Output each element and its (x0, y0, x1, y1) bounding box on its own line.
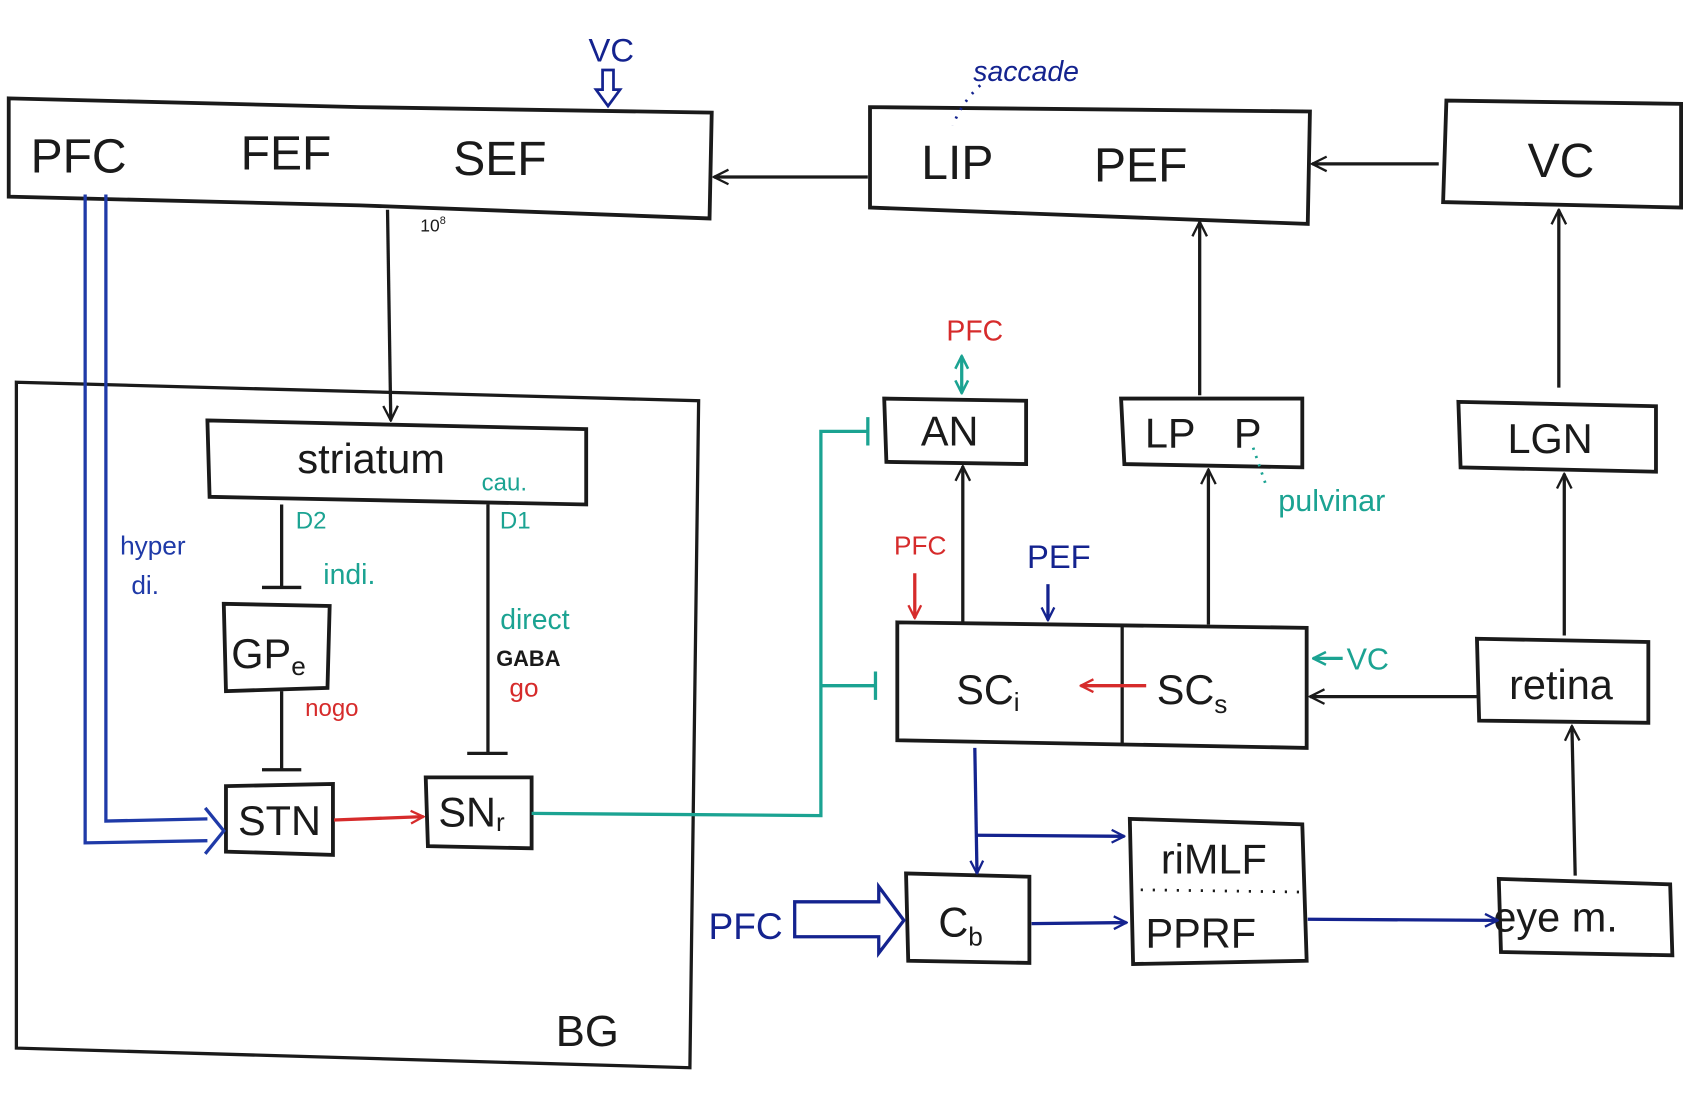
gpe-box (221, 601, 332, 694)
arrow-pprf-to-eye (1307, 919, 1498, 920)
sci-label: SCi (956, 666, 1019, 717)
gaba-label: GABA (496, 646, 561, 671)
lp-pulvinar-box (1119, 396, 1305, 470)
rimlf-label: riMLF (1161, 835, 1267, 882)
basal-ganglia-box (14, 380, 701, 1070)
cb-label: Cb (938, 899, 983, 952)
hyperdirect-pathway (83, 194, 208, 845)
arrow-stn-to-snr (333, 817, 424, 820)
lip-label: LIP (921, 137, 993, 190)
stn-label: STN (238, 797, 321, 844)
arrow-eye-to-retina (1572, 726, 1575, 876)
bg-label: BG (556, 1007, 619, 1056)
saccade-note: saccade (973, 56, 1079, 88)
direct-label: direct (500, 604, 570, 636)
arrow-sc-to-cb (975, 747, 977, 874)
cb-pfc-input-label: PFC (708, 905, 782, 947)
rimlf-pprf-box (1127, 816, 1309, 966)
gpe-label: GPe (231, 630, 306, 681)
lp-label: LP (1145, 410, 1196, 457)
inhibitory-d1-to-snr (467, 504, 508, 755)
lgn-box (1456, 399, 1658, 474)
p-label: P (1234, 410, 1262, 457)
hyper-label: hyper (120, 531, 186, 561)
scs-label: SCs (1157, 666, 1228, 719)
di-label: di. (131, 570, 159, 600)
parietal-box: LIP PEF (868, 105, 1312, 226)
pulvinar-label: pulvinar (1278, 484, 1385, 518)
snr-box (423, 775, 534, 851)
eye-muscle-box (1496, 876, 1675, 958)
go-label: go (509, 673, 538, 703)
frontal-cortex-box: PFC FEF SEF (6, 96, 714, 221)
hollow-arrow-head-icon (203, 806, 226, 855)
cerebellum-box (904, 871, 1032, 965)
hollow-arrow-down-icon (593, 68, 623, 109)
vc-label: VC (1528, 135, 1595, 188)
an-label: AN (921, 408, 979, 455)
retina-box (1474, 636, 1651, 725)
vc-input-label: VC (589, 31, 634, 68)
d1-label: D1 (500, 507, 531, 534)
an-box (882, 396, 1029, 467)
fiber-count-label: 108 (420, 215, 446, 236)
eye-label: eye m. (1493, 893, 1617, 940)
striatum-box (205, 418, 589, 507)
pfc-label: PFC (31, 131, 127, 184)
d2-label: D2 (296, 507, 327, 534)
inhibitory-gpe-to-stn (261, 691, 302, 772)
pef-label: PEF (1094, 139, 1187, 192)
arrow-fef-to-striatum (388, 209, 391, 421)
lgn-label: LGN (1507, 415, 1592, 462)
sc-pfc-input-label: PFC (894, 531, 946, 561)
inhibitory-bars (866, 417, 878, 700)
fef-label: FEF (241, 127, 332, 180)
sc-vc-input-label: VC (1347, 642, 1389, 676)
caudate-label: cau. (482, 469, 527, 496)
arrow-sc-to-rimlf (976, 835, 1124, 836)
snr-label: SNr (438, 788, 505, 836)
sc-pef-input-label: PEF (1027, 538, 1091, 575)
striatum-label: striatum (297, 435, 444, 482)
nogo-label: nogo (305, 695, 358, 722)
retina-label: retina (1509, 661, 1614, 708)
visual-cortex-box: VC (1441, 98, 1683, 210)
inhibitory-d2-to-gpe (261, 504, 302, 590)
indirect-label: indi. (323, 559, 375, 591)
snr-output-pathway (531, 429, 876, 818)
stn-box (224, 781, 335, 857)
hollow-arrow-right-icon (793, 881, 906, 958)
an-pfc-input-label: PFC (946, 316, 1003, 348)
sef-label: SEF (453, 133, 546, 186)
arrow-cb-to-pprf (1031, 923, 1127, 924)
pprf-label: PPRF (1145, 910, 1256, 957)
